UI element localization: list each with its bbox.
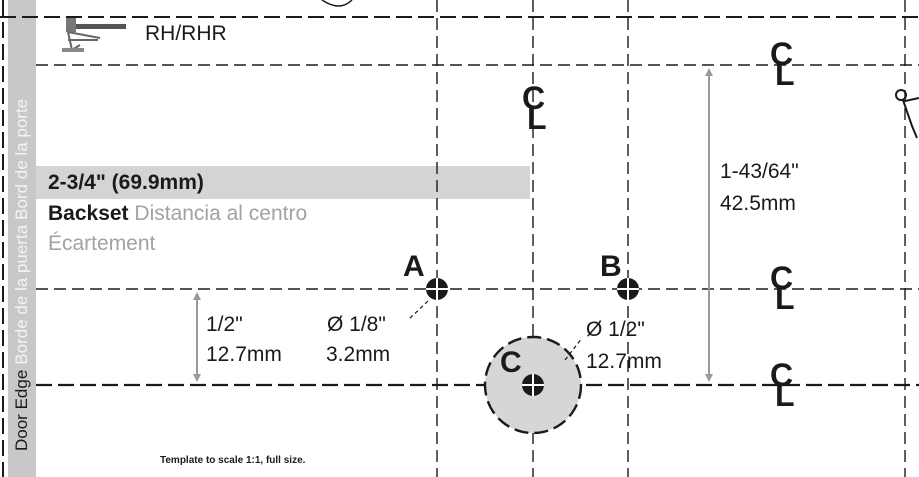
hole-c-marker: [522, 374, 544, 396]
hole-large-in: Ø 1/2": [586, 318, 645, 341]
dim-left-mm: 12.7mm: [206, 343, 282, 366]
cl-l: L: [775, 280, 795, 316]
hole-a-marker: [426, 278, 448, 300]
backset-label: Backset Distancia al centro: [48, 202, 307, 226]
leader-small-hole: [407, 300, 429, 321]
dim-right-in: 1-43/64": [720, 160, 799, 183]
cl-c: C: [770, 260, 794, 296]
cl-l: L: [775, 56, 795, 92]
cl-l: L: [527, 100, 547, 136]
cl-c: C: [770, 357, 794, 393]
cl-l: L: [775, 377, 795, 413]
point-a-label: A: [403, 250, 425, 283]
handing-icon: [62, 18, 126, 52]
hole-small-mm: 3.2mm: [326, 343, 391, 366]
hole-b-marker: [617, 278, 639, 300]
cl-c: C: [770, 36, 794, 72]
backset-label-es: Distancia al centro: [134, 202, 308, 225]
backset-dimension: 2-3/4" (69.9mm): [48, 171, 204, 194]
point-c-label: C: [500, 346, 522, 379]
point-b-label: B: [600, 250, 622, 283]
leader-large-hole: [564, 337, 583, 361]
dim-right-mm: 42.5mm: [720, 192, 796, 215]
hole-small-in: Ø 1/8": [327, 313, 386, 336]
hole-large-mm: 12.7mm: [586, 350, 662, 373]
backset-label-fr: Écartement: [48, 232, 156, 255]
door-edge-strip: [8, 0, 36, 477]
handing-label: RH/RHR: [145, 22, 227, 45]
scale-note: Template to scale 1:1, full size.: [160, 455, 306, 466]
dim-left-in: 1/2": [206, 313, 243, 336]
cl-c: C: [522, 80, 546, 116]
backset-bar: [36, 166, 530, 199]
corner-curve: [321, 0, 353, 7]
backset-label-en: Backset: [48, 202, 129, 225]
scissors-icon: [895, 89, 919, 139]
